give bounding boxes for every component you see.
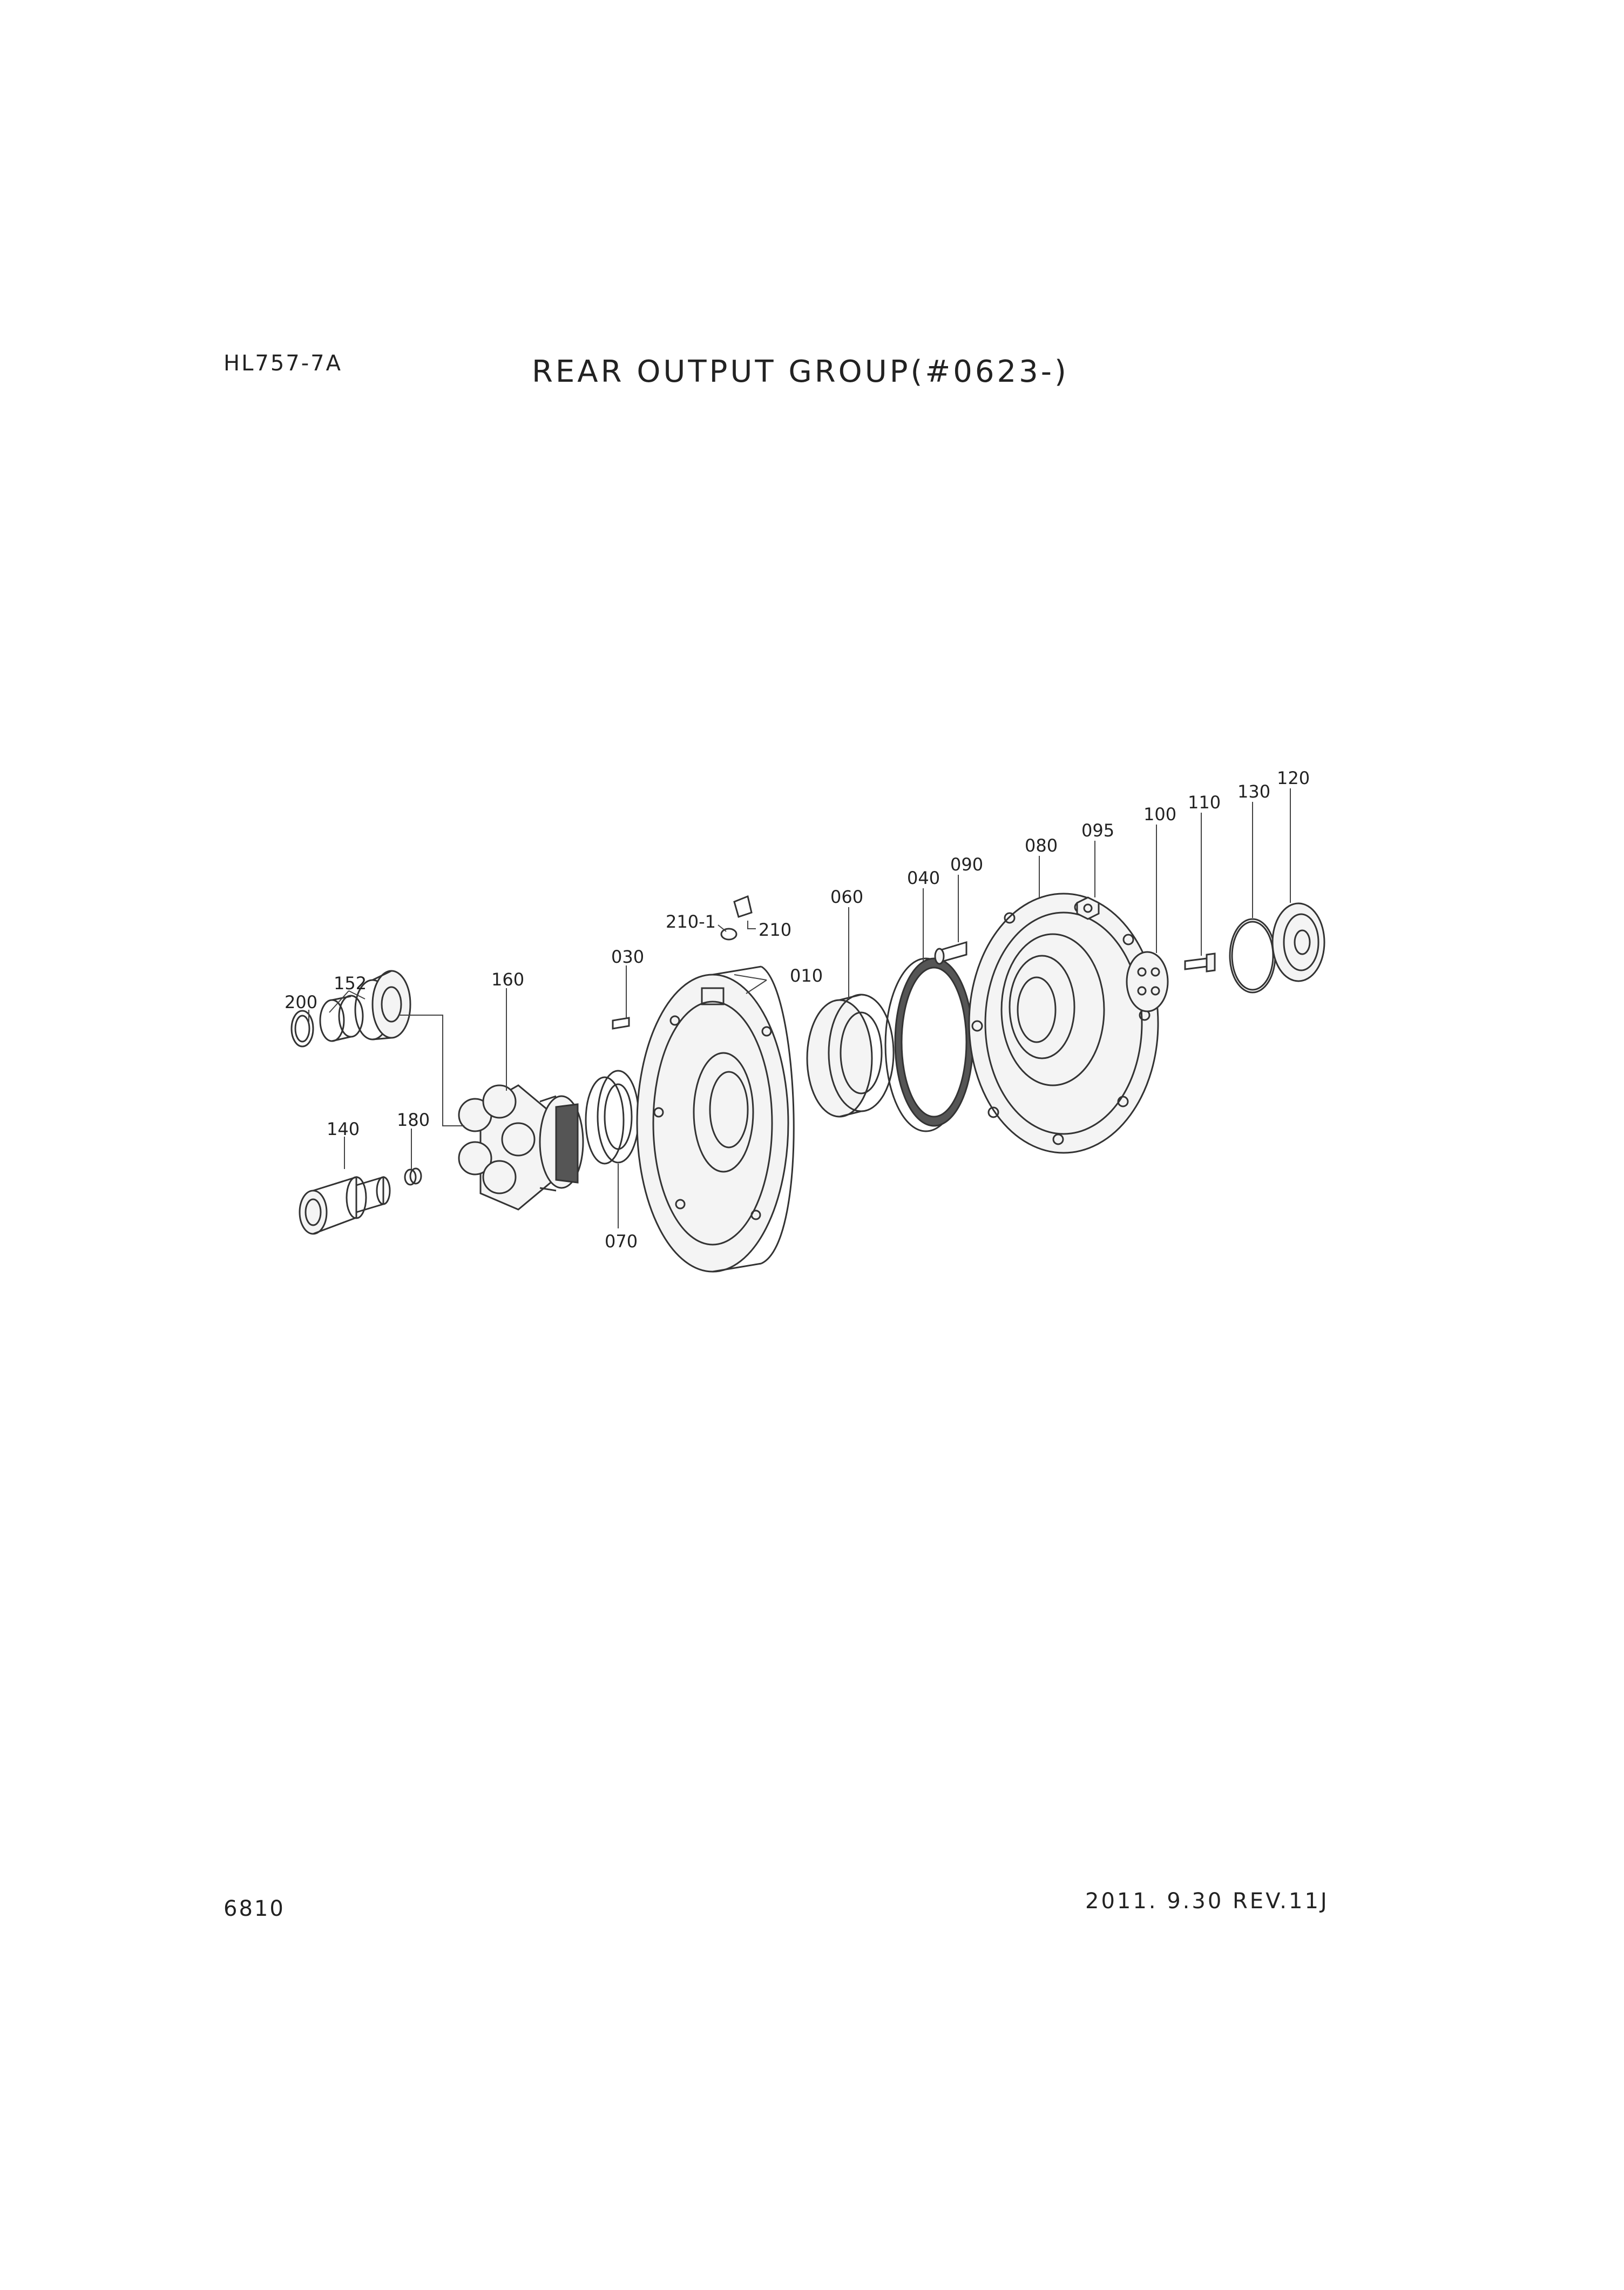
part-030-plug [612, 1017, 630, 1030]
label-010: 010 [790, 965, 823, 986]
part-070-bearing [585, 1070, 640, 1165]
label-095: 095 [1081, 820, 1114, 841]
part-210-plug [720, 895, 753, 941]
label-152: 152 [334, 973, 367, 994]
label-030: 030 [611, 947, 644, 967]
part-095-nut [1076, 896, 1100, 920]
leader-lines [308, 788, 1291, 1228]
part-160-planet-carrier [458, 1084, 584, 1211]
revision-date: 2011. 9.30 REV.11J [1085, 1889, 1329, 1914]
label-210: 210 [759, 920, 791, 940]
part-100-plate [1126, 951, 1169, 1012]
model-number: HL757-7A [224, 351, 342, 376]
part-152-bearing [319, 970, 411, 1042]
label-180: 180 [397, 1110, 430, 1130]
part-130-o-ring [1229, 918, 1276, 994]
page-number: 6810 [224, 1896, 285, 1921]
part-140-shaft [299, 1176, 391, 1235]
label-070: 070 [605, 1231, 638, 1252]
part-120-cover [1271, 902, 1325, 982]
part-200-snap-ring [290, 1010, 314, 1048]
label-110: 110 [1188, 792, 1221, 813]
part-060-bearing [806, 994, 895, 1118]
label-140: 140 [327, 1119, 360, 1139]
label-210-1: 210-1 [666, 911, 716, 932]
part-110-bolt [1184, 953, 1216, 972]
part-number-labels: 200 152 160 140 180 030 070 210-1 210 01… [285, 768, 1310, 1252]
label-040: 040 [907, 868, 940, 888]
label-100: 100 [1143, 804, 1176, 825]
label-160: 160 [491, 969, 524, 990]
part-090-bolt [934, 941, 967, 965]
label-060: 060 [830, 887, 863, 907]
label-090: 090 [950, 854, 983, 875]
label-200: 200 [285, 992, 317, 1012]
label-120: 120 [1277, 768, 1310, 788]
label-080: 080 [1025, 835, 1058, 856]
label-130: 130 [1237, 781, 1270, 802]
part-080-flange [968, 893, 1159, 1154]
part-010-housing [636, 965, 795, 1273]
part-180-pin [404, 1167, 422, 1186]
page-title: REAR OUTPUT GROUP(#0623-) [532, 354, 1069, 389]
part-040-seal [884, 957, 974, 1132]
